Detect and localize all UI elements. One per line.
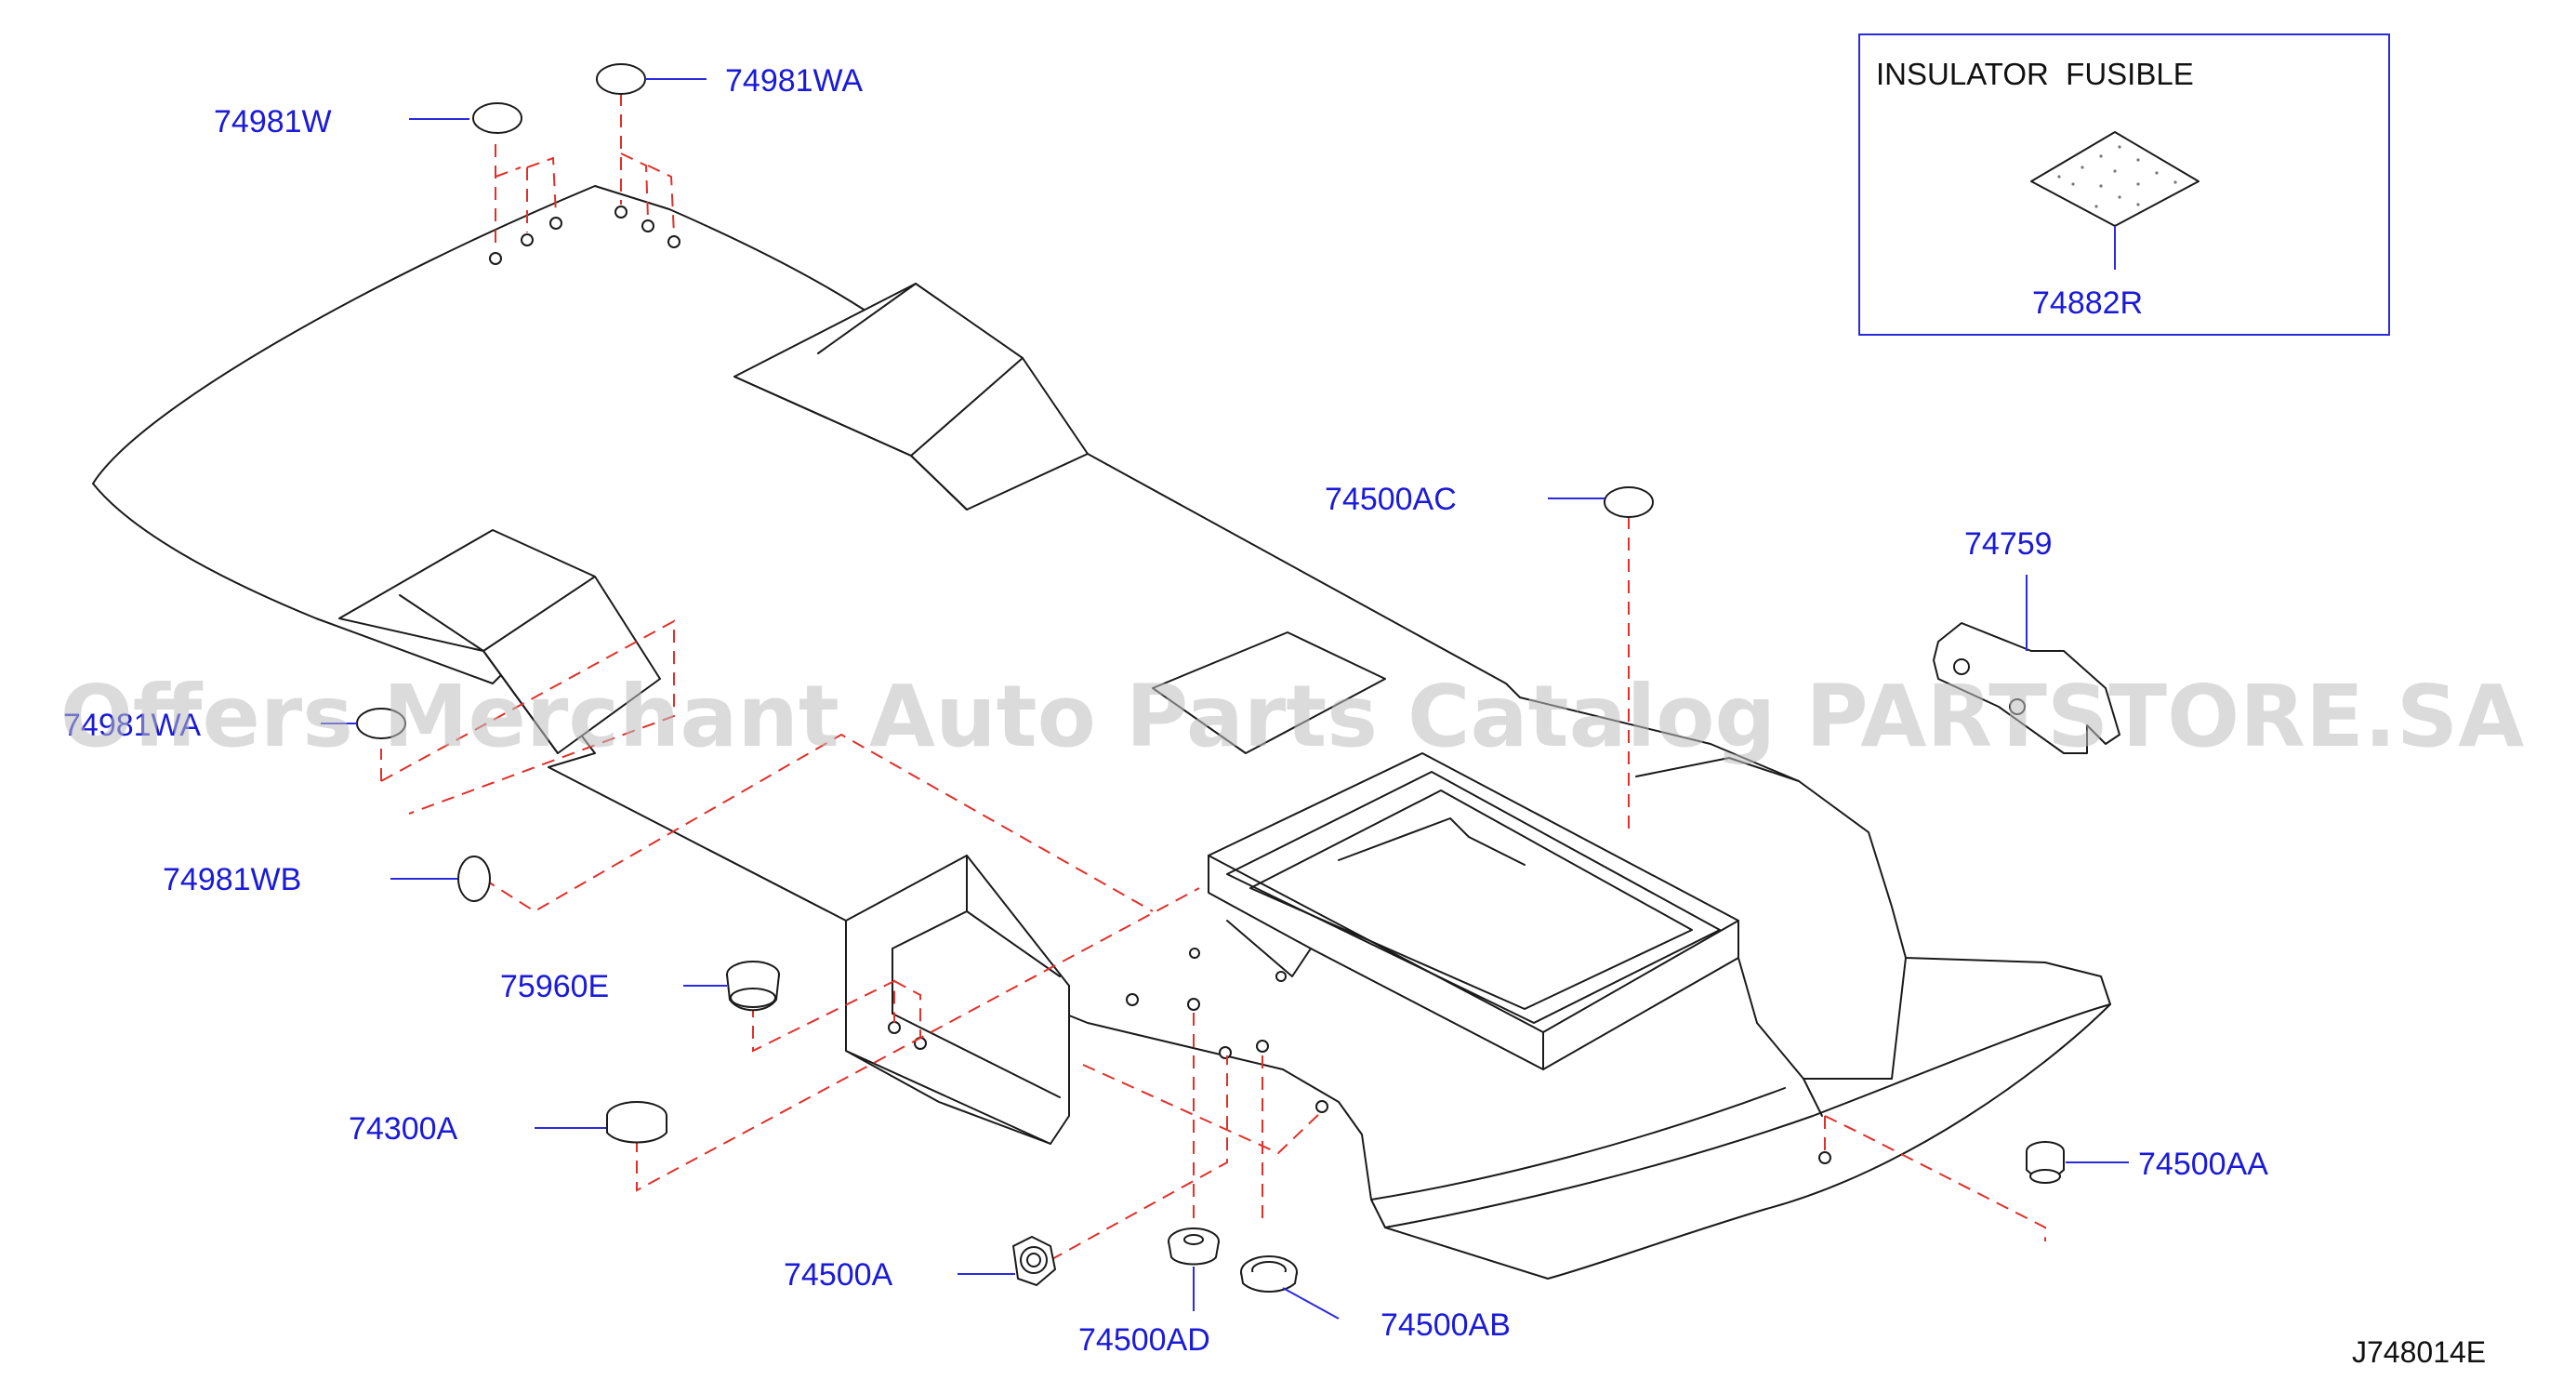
watermark: Offers Merchant Auto Parts Catalog PARTS… bbox=[60, 667, 2525, 766]
clip-74500a-icon[interactable] bbox=[1011, 1235, 1057, 1287]
label-74500ad[interactable]: 74500AD bbox=[1078, 1322, 1210, 1358]
label-74981wa-top[interactable]: 74981WA bbox=[725, 63, 863, 99]
label-74981w[interactable]: 74981W bbox=[214, 104, 332, 139]
plug-74981wb-icon[interactable] bbox=[457, 856, 491, 902]
label-75960e[interactable]: 75960E bbox=[500, 969, 609, 1004]
grommet-74500ab-icon[interactable] bbox=[1240, 1255, 1298, 1293]
label-74759[interactable]: 74759 bbox=[1964, 526, 2053, 562]
plug-74981w-icon[interactable] bbox=[472, 102, 522, 134]
floor-insulator-panel bbox=[92, 185, 2111, 1280]
bracket-74759-icon[interactable] bbox=[1933, 622, 2120, 754]
grommet-74300a-icon[interactable] bbox=[606, 1101, 667, 1144]
label-74300a[interactable]: 74300A bbox=[349, 1111, 458, 1147]
leader-lines bbox=[321, 78, 2129, 1320]
fusible-pad-icon[interactable] bbox=[2030, 131, 2200, 227]
label-74981wa-left[interactable]: 74981WA bbox=[63, 708, 201, 743]
assembly-guide-lines bbox=[380, 93, 2046, 1261]
inset-title: INSULATOR FUSIBLE bbox=[1876, 57, 2194, 91]
insulator-fusible-inset: INSULATOR FUSIBLE 74882R bbox=[1858, 33, 2390, 336]
plug-74500ac-icon[interactable] bbox=[1604, 486, 1654, 518]
plug-74981wa-top-icon[interactable] bbox=[596, 63, 646, 95]
clip-74500aa-icon[interactable] bbox=[2026, 1141, 2065, 1184]
label-74981wb[interactable]: 74981WB bbox=[163, 862, 301, 897]
label-74500aa[interactable]: 74500AA bbox=[2138, 1147, 2268, 1182]
label-74882r[interactable]: 74882R bbox=[2032, 285, 2143, 321]
pad-texture bbox=[2057, 145, 2177, 208]
fasteners bbox=[356, 63, 2120, 1293]
grommet-74500ad-icon[interactable] bbox=[1168, 1227, 1220, 1266]
diagram-code: J748014E bbox=[2352, 1335, 2486, 1369]
label-74500ab[interactable]: 74500AB bbox=[1380, 1307, 1511, 1343]
label-74500ac[interactable]: 74500AC bbox=[1325, 482, 1457, 517]
part-labels: 74981W 74981WA 74981WA 74981WB 75960E 74… bbox=[63, 63, 2268, 1358]
clip-75960e-icon[interactable] bbox=[726, 961, 780, 1012]
label-74500a[interactable]: 74500A bbox=[784, 1257, 893, 1293]
